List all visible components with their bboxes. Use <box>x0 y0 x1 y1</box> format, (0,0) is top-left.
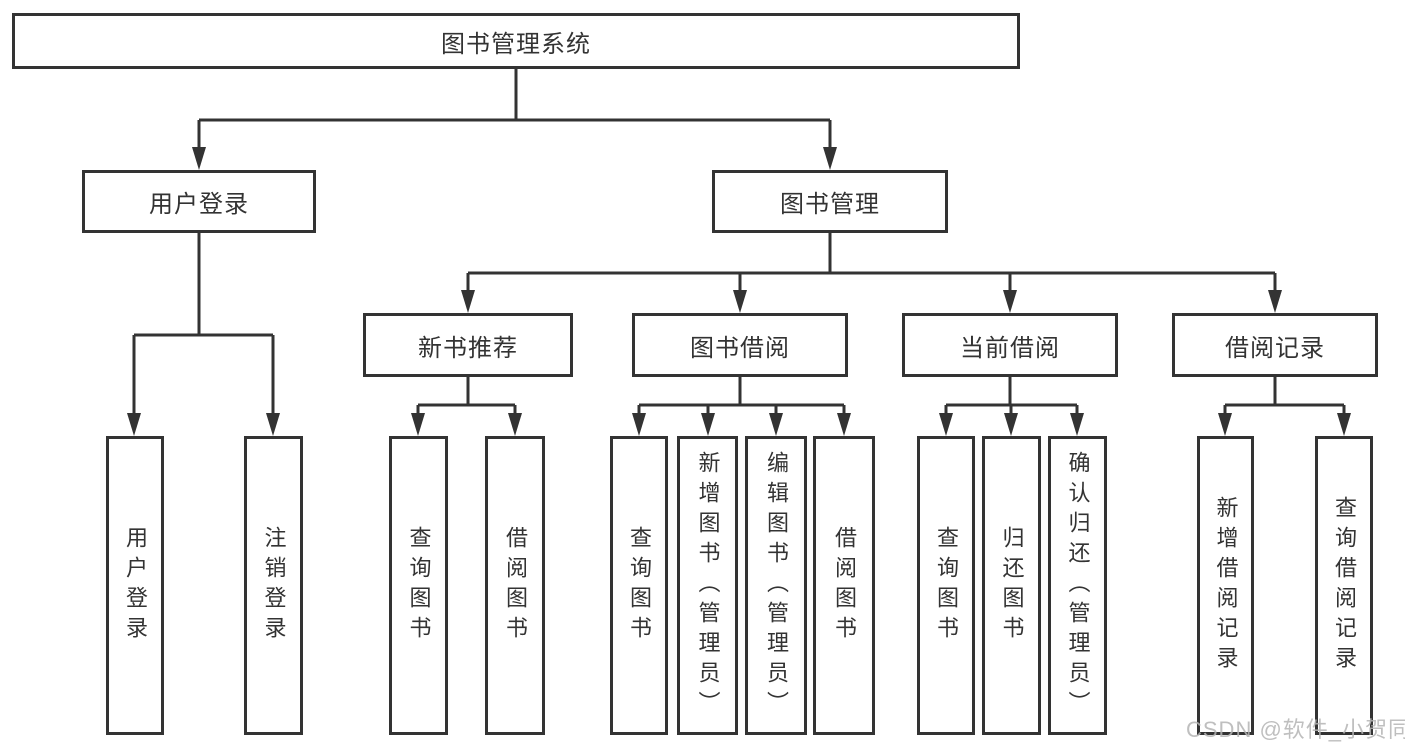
node-book-borrow: 图书借阅 <box>632 313 848 377</box>
leaf-borrow-query-books: 查询图书 <box>610 436 668 735</box>
leaf-borrow-books: 借阅图书 <box>813 436 875 735</box>
csdn-watermark: CSDN @软件_小贺同学 <box>1186 717 1405 742</box>
leaf-recommend-borrow-books: 借阅图书 <box>485 436 545 735</box>
leaf-recommend-query-books: 查询图书 <box>389 436 448 735</box>
node-user-login-branch: 用户登录 <box>82 170 316 233</box>
leaf-user-login: 用户登录 <box>106 436 164 735</box>
leaf-confirm-return-admin: 确认归还（管理员） <box>1048 436 1107 735</box>
node-current-borrow: 当前借阅 <box>902 313 1118 377</box>
leaf-edit-books-admin: 编辑图书（管理员） <box>745 436 807 735</box>
node-root-library-system: 图书管理系统 <box>12 13 1020 69</box>
leaf-add-borrow-record: 新增借阅记录 <box>1197 436 1254 735</box>
leaf-add-books-admin: 新增图书（管理员） <box>677 436 738 735</box>
leaf-query-borrow-record: 查询借阅记录 <box>1315 436 1373 735</box>
node-borrow-records: 借阅记录 <box>1172 313 1378 377</box>
node-new-book-recommend: 新书推荐 <box>363 313 573 377</box>
leaf-current-query-books: 查询图书 <box>917 436 975 735</box>
leaf-return-books: 归还图书 <box>982 436 1041 735</box>
leaf-logout: 注销登录 <box>244 436 303 735</box>
node-book-management-branch: 图书管理 <box>712 170 948 233</box>
arrowheads <box>127 147 1351 436</box>
